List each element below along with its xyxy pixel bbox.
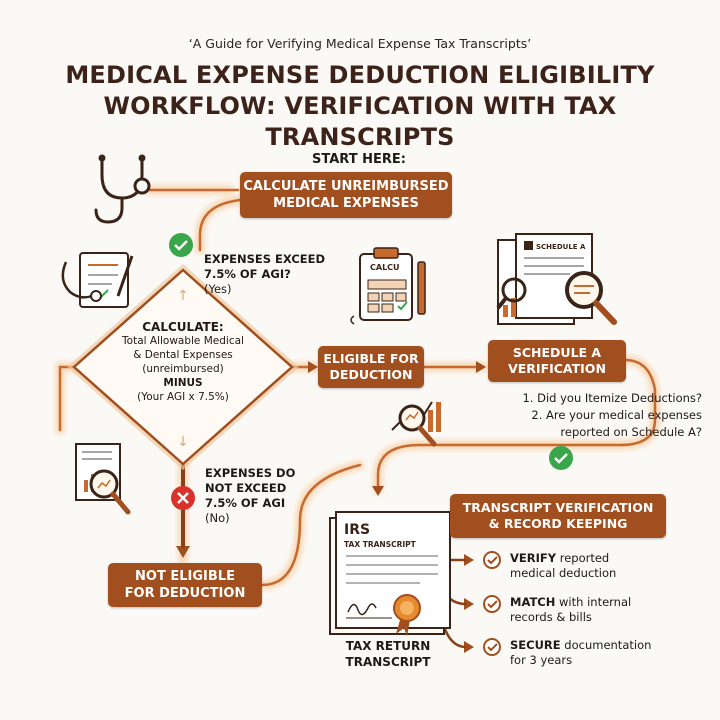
check-icon: [483, 595, 501, 613]
condition-no-line-1: EXPENSES DO: [205, 466, 296, 480]
irs-logo-text: IRS: [344, 522, 370, 538]
transcript-box-line-1: TRANSCRIPT VERIFICATION: [462, 500, 654, 515]
start-label: START HERE:: [312, 152, 406, 167]
transcript-box-line-2: & RECORD KEEPING: [488, 516, 628, 531]
check-icon: [549, 446, 573, 470]
cross-icon: [171, 486, 195, 510]
title-line-2: WORKFLOW: VERIFICATION WITH TAX TRANSCRI…: [103, 92, 617, 151]
condition-yes-line-2: 7.5% OF AGI?: [204, 267, 291, 281]
diamond-heading: CALCULATE:: [142, 320, 224, 334]
eligible-box: ELIGIBLE FOR DEDUCTION: [318, 346, 424, 388]
diamond-line-2: & Dental Expenses: [133, 349, 233, 361]
diamond-line-1: Total Allowable Medical: [122, 335, 244, 347]
condition-yes: EXPENSES EXCEED 7.5% OF AGI? (Yes): [204, 252, 325, 297]
schedule-a-magnifier-icon: [496, 233, 617, 325]
diamond-text: CALCULATE: Total Allowable Medical & Den…: [104, 320, 262, 404]
eligible-line-1: ELIGIBLE FOR: [323, 351, 419, 366]
arrow-heads: [176, 361, 486, 653]
item-rest-2: for 3 years: [510, 653, 573, 667]
schedule-a-box: SCHEDULE A VERIFICATION: [488, 340, 626, 382]
calculate-diamond: ↑ ↓: [67, 263, 299, 471]
item-rest-2: records & bills: [510, 610, 592, 624]
tax-return-transcript-caption: TAX RETURN TRANSCRIPT: [332, 638, 444, 670]
schedule-doc-label: SCHEDULE A: [536, 243, 586, 251]
not-eligible-line-1: NOT ELIGIBLE: [135, 569, 235, 584]
irs-transcript-icon: [329, 511, 451, 636]
tax-transcript-doc-label: TAX TRANSCRIPT: [344, 540, 417, 549]
schedule-q2-line-2: reported on Schedule A?: [560, 425, 702, 439]
item-rest-1: with internal: [555, 595, 632, 609]
item-keyword: MATCH: [510, 595, 556, 609]
condition-no: EXPENSES DO NOT EXCEED 7.5% OF AGI (No): [205, 466, 295, 526]
clipboard-stethoscope-icon: [61, 252, 134, 308]
path-start-to-check: [198, 198, 242, 252]
start-box-line-1: CALCULATE UNREIMBURSED: [243, 179, 449, 194]
svg-text:↑: ↑: [177, 288, 189, 304]
path-not-eligible-to-transcript: [260, 463, 362, 587]
calculator-clipboard-icon: [350, 247, 426, 325]
not-eligible-box: NOT ELIGIBLE FOR DEDUCTION: [108, 563, 262, 607]
item-keyword: VERIFY: [510, 551, 557, 565]
transcript-item-secure: SECURE documentation for 3 years: [510, 638, 651, 668]
condition-yes-line-1: EXPENSES EXCEED: [204, 252, 326, 266]
diamond-line-5: (Your AGI x 7.5%): [137, 391, 229, 403]
path-schedule-to-transcript: [376, 358, 657, 490]
transcript-item-verify: VERIFY reported medical deduction: [510, 551, 616, 581]
item-rest-1: documentation: [560, 638, 652, 652]
chart-magnifier-icon: [391, 401, 441, 447]
check-icon: [169, 233, 193, 257]
schedule-a-line-1: SCHEDULE A: [512, 345, 602, 360]
caption-line-1: TAX RETURN: [345, 639, 431, 653]
condition-no-line-4: (No): [205, 511, 230, 525]
schedule-a-line-2: VERIFICATION: [508, 361, 606, 376]
transcript-item-match: MATCH with internal records & bills: [510, 595, 631, 625]
check-icon: [483, 638, 501, 656]
item-keyword: SECURE: [510, 638, 561, 652]
transcript-verification-box: TRANSCRIPT VERIFICATION & RECORD KEEPING: [450, 494, 666, 538]
svg-text:↓: ↓: [177, 434, 189, 450]
start-box-line-2: MEDICAL EXPENSES: [273, 196, 419, 211]
schedule-a-questions: 1. Did you Itemize Deductions? 2. Are yo…: [480, 390, 702, 441]
caption-line-2: TRANSCRIPT: [345, 655, 431, 669]
item-rest-2: medical deduction: [510, 566, 617, 580]
subtitle: ‘A Guide for Verifying Medical Expense T…: [188, 36, 532, 51]
stethoscope-icon: [94, 154, 151, 224]
diamond-line-3: (unreimbursed): [142, 363, 224, 375]
condition-yes-line-3: (Yes): [204, 282, 232, 296]
title-line-1: MEDICAL EXPENSE DEDUCTION ELIGIBILITY: [65, 61, 655, 89]
item-rest-1: reported: [556, 551, 610, 565]
condition-no-line-2: NOT EXCEED: [205, 481, 287, 495]
not-eligible-line-2: FOR DEDUCTION: [124, 586, 246, 601]
document-magnifier-icon: [75, 443, 131, 515]
diamond-line-4: MINUS: [163, 377, 203, 389]
check-icon: [483, 551, 501, 569]
schedule-q1: 1. Did you Itemize Deductions?: [522, 391, 702, 405]
schedule-q2-line-1: 2. Are your medical expenses: [531, 408, 702, 422]
eligible-line-2: DEDUCTION: [329, 367, 413, 382]
page-title: MEDICAL EXPENSE DEDUCTION ELIGIBILITY WO…: [20, 60, 700, 153]
start-box: CALCULATE UNREIMBURSED MEDICAL EXPENSES: [240, 172, 452, 218]
calculator-doc-label: CALCU: [370, 263, 400, 272]
condition-no-line-3: 7.5% OF AGI: [205, 496, 286, 510]
